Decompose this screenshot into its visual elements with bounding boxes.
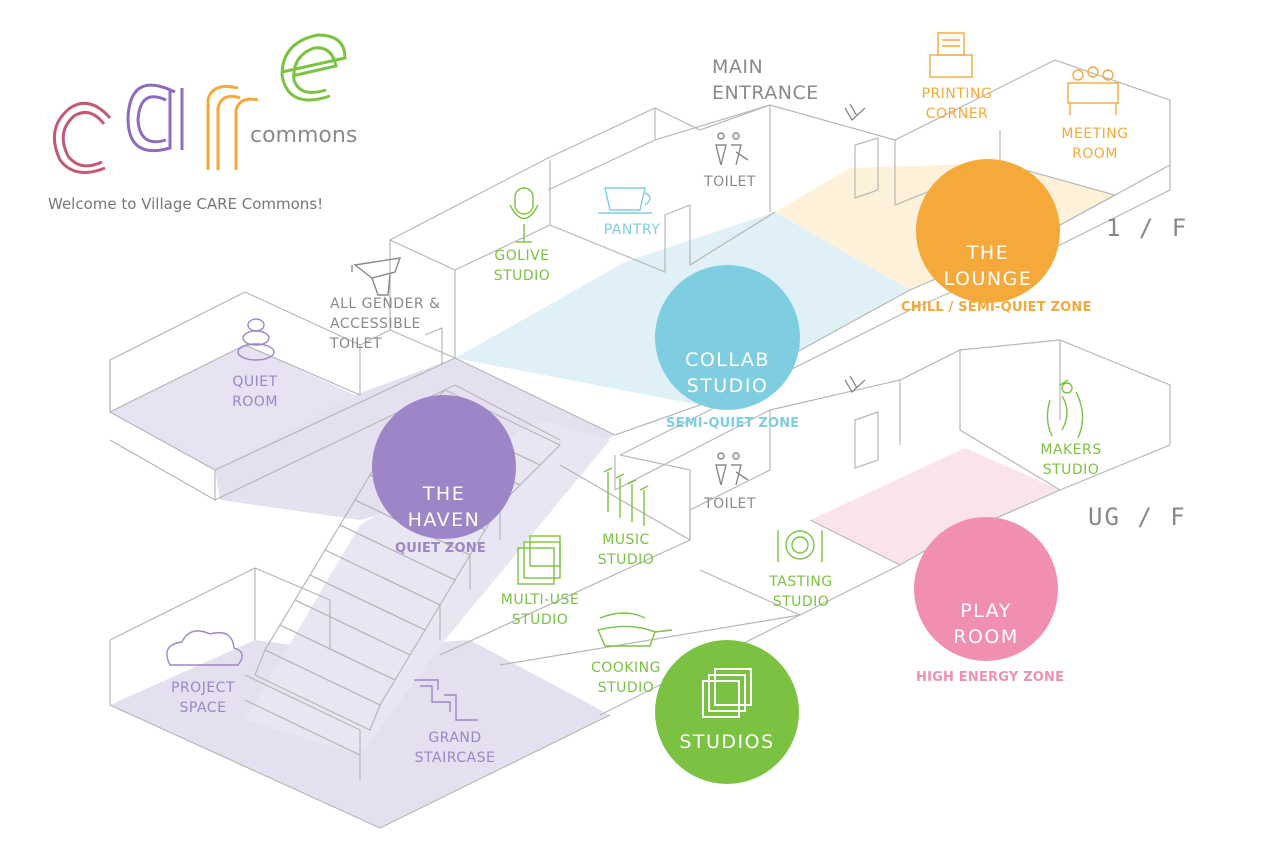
golive-studio-label: GOLIVE STUDIO <box>493 248 551 284</box>
hub-the-lounge-name: THE LOUNGE <box>943 242 1033 290</box>
hub-play-room-name: PLAY ROOM <box>953 600 1019 648</box>
toilet-icon-upper <box>715 132 749 166</box>
meeting-room-label: MEETING ROOM <box>1061 126 1129 162</box>
hands-icon <box>1046 379 1084 439</box>
meeting-icon <box>1067 66 1119 115</box>
floor-label-upper: 1 / F <box>1106 214 1189 242</box>
hub-collab-studio[interactable]: COLLAB STUDIO <box>655 265 800 410</box>
logo-a-mark <box>126 83 184 153</box>
multi-use-squares-icon <box>517 535 561 585</box>
quiet-zone-label: QUIET ZONE <box>395 541 486 556</box>
main-entrance-label: MAIN ENTRANCE <box>712 56 819 104</box>
tasting-studio-label: TASTING STUDIO <box>769 574 833 610</box>
cloud-icon <box>166 630 243 666</box>
logo-r-mark <box>206 85 259 170</box>
quiet-room-label: QUIET ROOM <box>232 374 278 410</box>
welcome-text: Welcome to Village CARE Commons! <box>48 195 324 213</box>
hub-studios[interactable]: STUDIOS <box>655 640 799 784</box>
accessible-toilet-icon <box>351 257 402 296</box>
plate-cutlery-icon <box>777 530 823 562</box>
cooking-pot-icon <box>597 612 673 647</box>
cooking-studio-label: COOKING STUDIO <box>591 660 661 696</box>
all-gender-toilet-label: ALL GENDER & ACCESSIBLE TOILET <box>330 296 441 352</box>
toilet-icon-lower <box>715 452 749 486</box>
pantry-label: PANTRY <box>603 222 661 238</box>
grand-staircase-icon <box>414 679 478 721</box>
hub-play-room[interactable]: PLAY ROOM <box>914 517 1058 661</box>
hub-collab-studio-name: COLLAB STUDIO <box>685 348 770 397</box>
music-studio-label: MUSIC STUDIO <box>597 532 655 568</box>
multi-use-studio-label: MULTI-USE STUDIO <box>500 592 580 628</box>
logo-commons: commons <box>250 123 358 148</box>
quiet-stones-icon <box>237 318 275 361</box>
hub-the-haven[interactable]: THE HAVEN <box>372 395 516 539</box>
makers-studio-label: MAKERS STUDIO <box>1040 442 1102 478</box>
logo-c-mark <box>52 101 112 174</box>
project-space-label: PROJECT SPACE <box>171 680 235 716</box>
grand-staircase-label: GRAND STAIRCASE <box>414 730 496 766</box>
hub-the-haven-name: THE HAVEN <box>407 483 481 531</box>
staircase-fill <box>245 420 610 755</box>
high-energy-zone-label: HIGH ENERGY ZONE <box>916 670 1065 685</box>
floor-label-lower: UG / F <box>1088 503 1187 531</box>
toilet-lower-label: TOILET <box>704 496 756 512</box>
printing-corner-label: PRINTING CORNER <box>921 86 993 122</box>
music-icon <box>603 467 649 526</box>
semi-quiet-zone-label: SEMI-QUIET ZONE <box>666 416 800 431</box>
hub-studios-name: STUDIOS <box>679 731 775 753</box>
quiet-room-fill <box>110 345 355 470</box>
chill-zone-label: CHILL / SEMI-QUIET ZONE <box>901 300 1092 315</box>
coffee-cup-icon <box>598 187 652 214</box>
hub-the-lounge[interactable]: THE LOUNGE <box>916 159 1060 303</box>
printer-icon <box>929 32 973 78</box>
studios-squares-icon <box>702 668 752 718</box>
logo-e-mark <box>280 33 347 102</box>
microphone-icon <box>509 187 539 243</box>
playroom-zone-fill <box>810 448 1060 565</box>
toilet-upper-label: TOILET <box>704 174 756 190</box>
